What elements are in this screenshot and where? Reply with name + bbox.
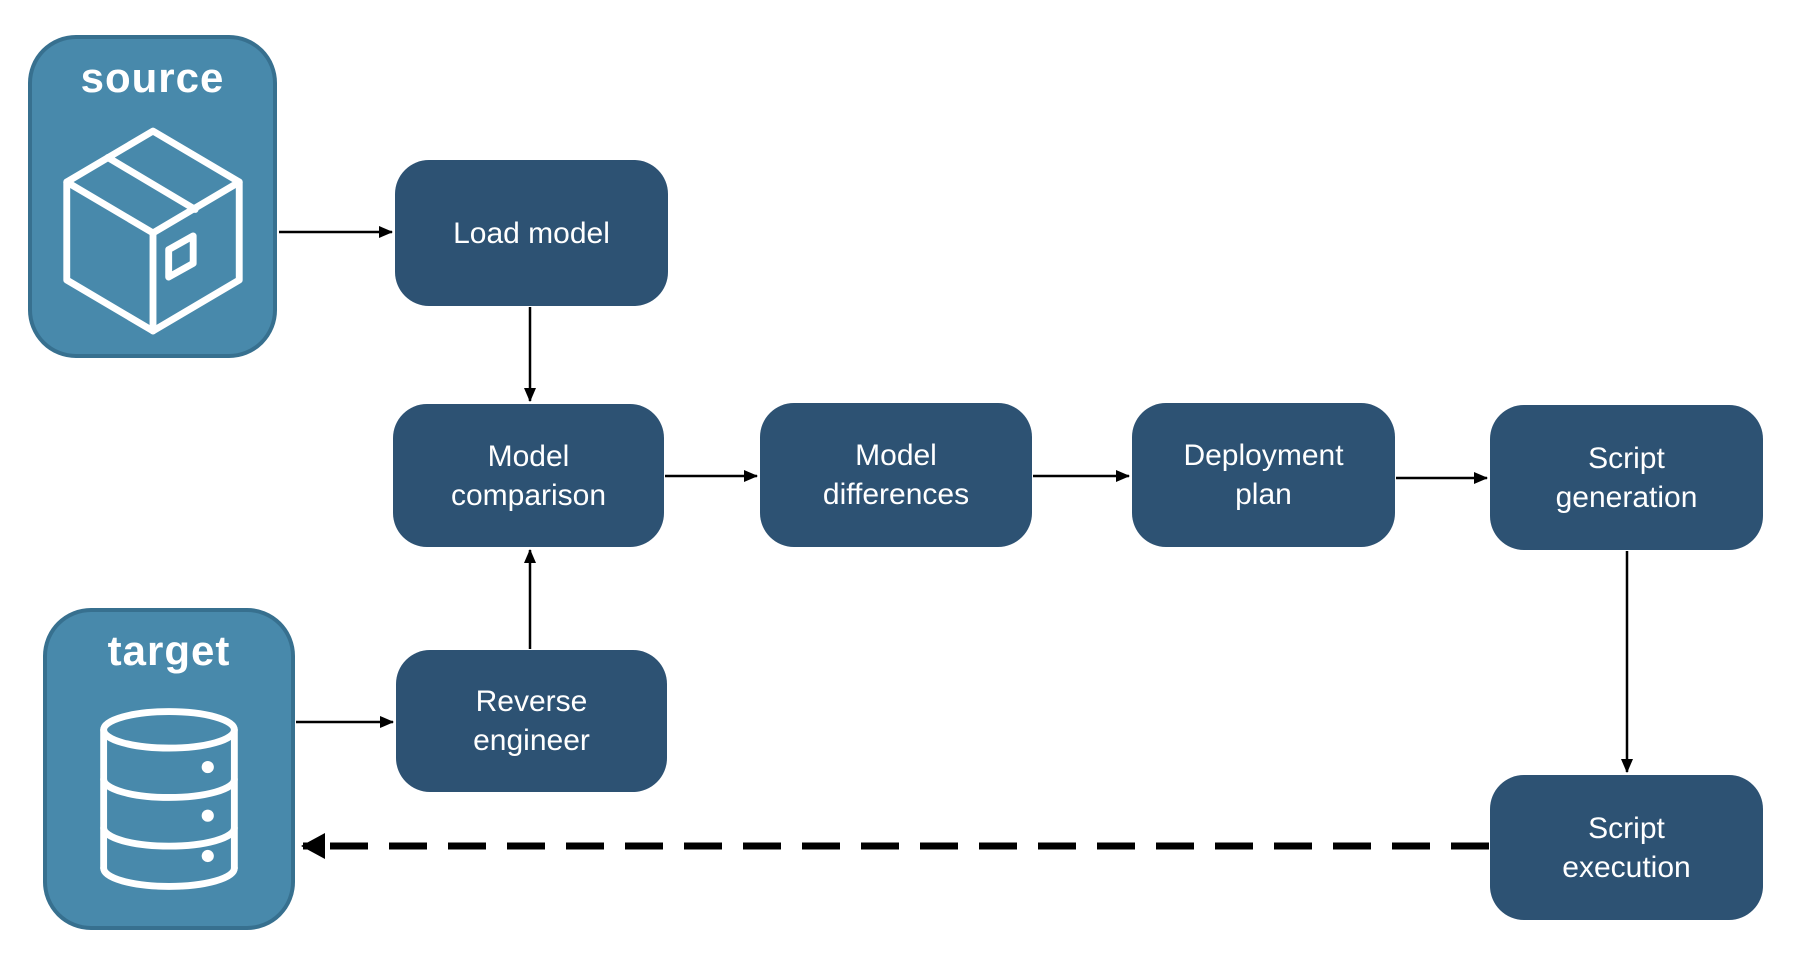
package-icon	[55, 123, 251, 344]
node-deployment-plan: Deployment plan	[1132, 403, 1395, 547]
model-comparison-label: Model comparison	[450, 439, 607, 512]
source-label: source	[80, 54, 225, 101]
load-model-label: Load model	[453, 216, 610, 250]
target-label: target	[107, 627, 231, 674]
reverse-engineer-label: Reverse engineer	[473, 685, 590, 757]
node-load-model: Load model	[395, 160, 668, 306]
model-differences-label: Model differences	[822, 439, 970, 511]
script-execution-label: Script execution	[1562, 811, 1691, 884]
script-generation-label: Script generation	[1555, 441, 1698, 514]
entity-source: source	[28, 35, 277, 358]
node-model-differences: Model differences	[760, 403, 1032, 547]
node-script-execution: Script execution	[1490, 775, 1763, 920]
node-reverse-engineer: Reverse engineer	[396, 650, 667, 792]
entity-target: target	[43, 608, 295, 930]
database-icon	[93, 696, 245, 907]
node-script-generation: Script generation	[1490, 405, 1763, 550]
deployment-plan-label: Deployment plan	[1183, 439, 1344, 511]
node-model-comparison: Model comparison	[393, 404, 664, 547]
